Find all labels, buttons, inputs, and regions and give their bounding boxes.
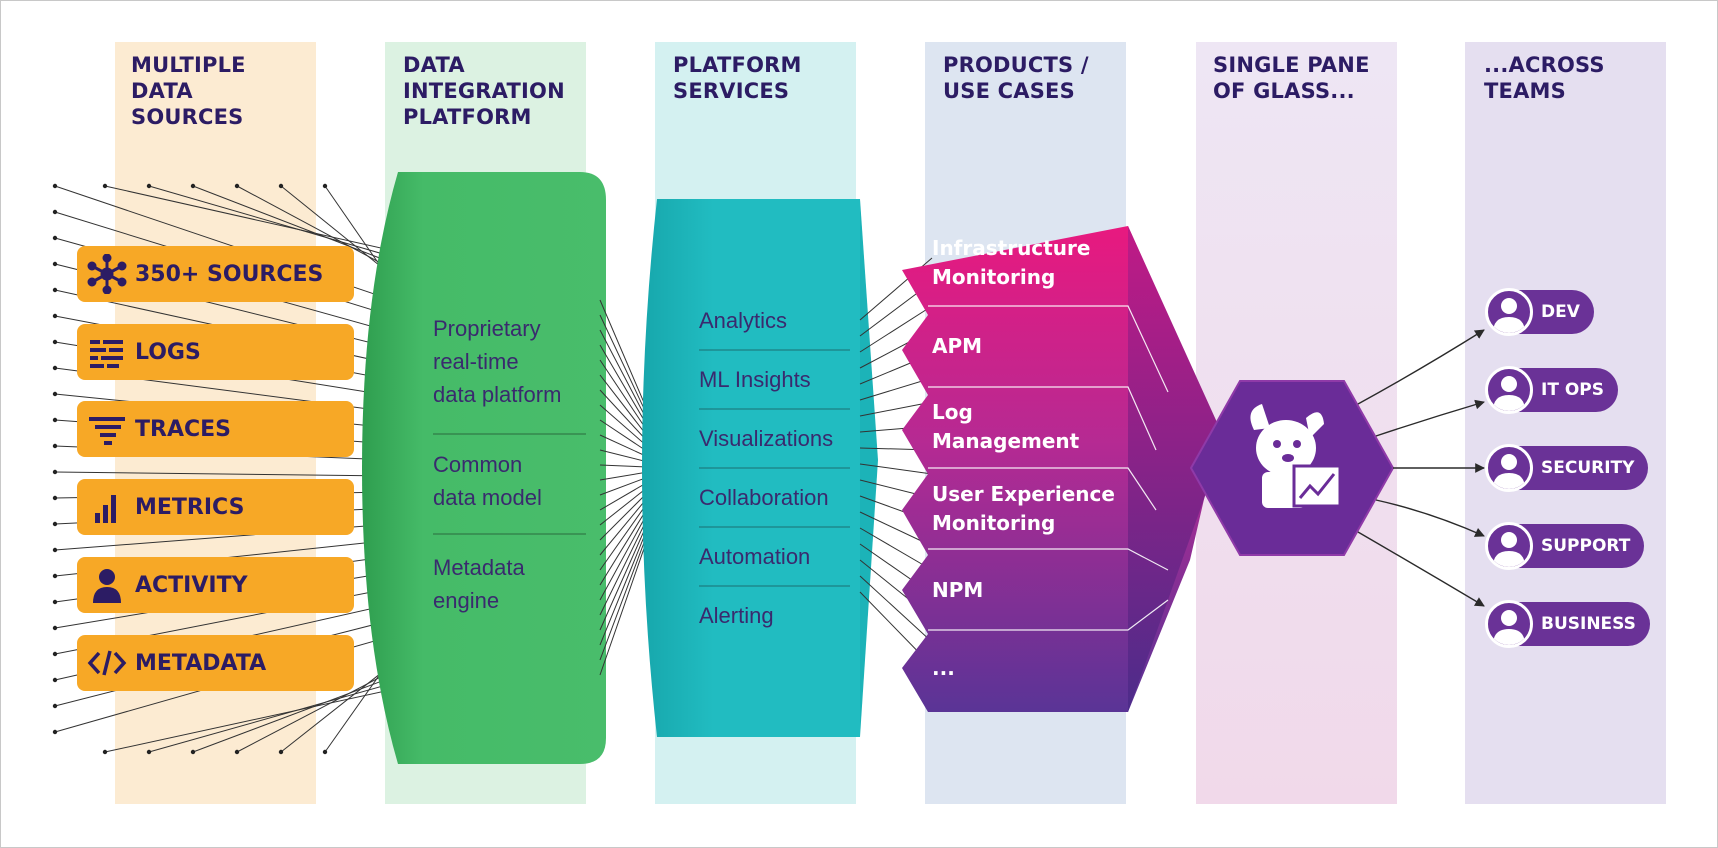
product-apm: APM — [932, 334, 983, 358]
teams-column-bg — [1465, 42, 1666, 804]
heading-single-pane-of-glass: SINGLE PANE OF GLASS... — [1213, 53, 1370, 103]
team-label: BUSINESS — [1541, 614, 1636, 634]
service-automation: Automation — [699, 544, 811, 569]
datadog-dog-icon — [1250, 404, 1342, 508]
integration-cylinder — [362, 172, 606, 764]
team-badge-it-ops: IT OPS — [1485, 366, 1618, 414]
product-more: ... — [932, 656, 955, 680]
team-label: IT OPS — [1541, 380, 1604, 400]
team-badge-support: SUPPORT — [1485, 522, 1645, 570]
source-label: ACTIVITY — [135, 572, 248, 598]
avatar-icon — [1485, 522, 1533, 570]
product-user-experience-monitoring: User Experience Monitoring — [932, 482, 1115, 535]
services-block — [642, 199, 880, 737]
product-infrastructure-monitoring: Infrastructure Monitoring — [932, 236, 1091, 289]
service-collaboration: Collaboration — [699, 485, 829, 510]
integration-item-metadata-engine: Metadata engine — [433, 555, 525, 613]
product-npm: NPM — [932, 578, 984, 602]
source-label: 350+ SOURCES — [135, 261, 324, 287]
service-visualizations: Visualizations — [699, 426, 834, 451]
code-icon — [87, 643, 127, 683]
source-box-metrics: METRICS — [77, 479, 354, 535]
products-block — [902, 226, 1225, 712]
source-box-activity: ACTIVITY — [77, 557, 354, 613]
team-badge-security: SECURITY — [1485, 444, 1649, 492]
product-log-management: Log Management — [932, 400, 1080, 453]
team-label: SECURITY — [1541, 458, 1635, 478]
heading-data-integration-platform: DATA INTEGRATION PLATFORM — [403, 53, 565, 129]
service-alerting: Alerting — [699, 603, 774, 628]
logs-icon — [87, 332, 127, 372]
source-box-350-sources: 350+ SOURCES — [77, 246, 354, 302]
team-arrows — [1357, 329, 1485, 607]
service-analytics: Analytics — [699, 308, 788, 333]
heading-multiple-data-sources: MULTIPLE DATA SOURCES — [131, 53, 246, 129]
heading-products-use-cases: PRODUCTS / USE CASES — [943, 53, 1089, 103]
avatar-icon — [1485, 444, 1533, 492]
team-label: SUPPORT — [1541, 536, 1631, 556]
source-box-metadata: METADATA — [77, 635, 354, 691]
heading-across-teams: ...ACROSS TEAMS — [1484, 53, 1605, 103]
avatar-icon — [1485, 600, 1533, 648]
integration-item-common-data-model: Common data model — [433, 452, 542, 510]
source-label: LOGS — [135, 339, 201, 365]
network-icon — [87, 254, 127, 294]
team-badge-business: BUSINESS — [1485, 600, 1650, 648]
traces-icon — [87, 409, 127, 449]
heading-platform-services: PLATFORM SERVICES — [673, 53, 802, 103]
source-box-traces: TRACES — [77, 401, 354, 457]
team-badge-dev: DEV — [1485, 288, 1594, 336]
bar-chart-icon — [87, 487, 127, 527]
source-label: METRICS — [135, 494, 245, 520]
avatar-icon — [1485, 366, 1533, 414]
team-label: DEV — [1541, 302, 1580, 322]
integration-item-data-platform: Proprietary real-time data platform — [433, 316, 562, 407]
avatar-icon — [1485, 288, 1533, 336]
source-box-logs: LOGS — [77, 324, 354, 380]
service-ml-insights: ML Insights — [699, 367, 811, 392]
source-label: METADATA — [135, 650, 267, 676]
user-icon — [87, 565, 127, 605]
source-label: TRACES — [135, 416, 231, 442]
